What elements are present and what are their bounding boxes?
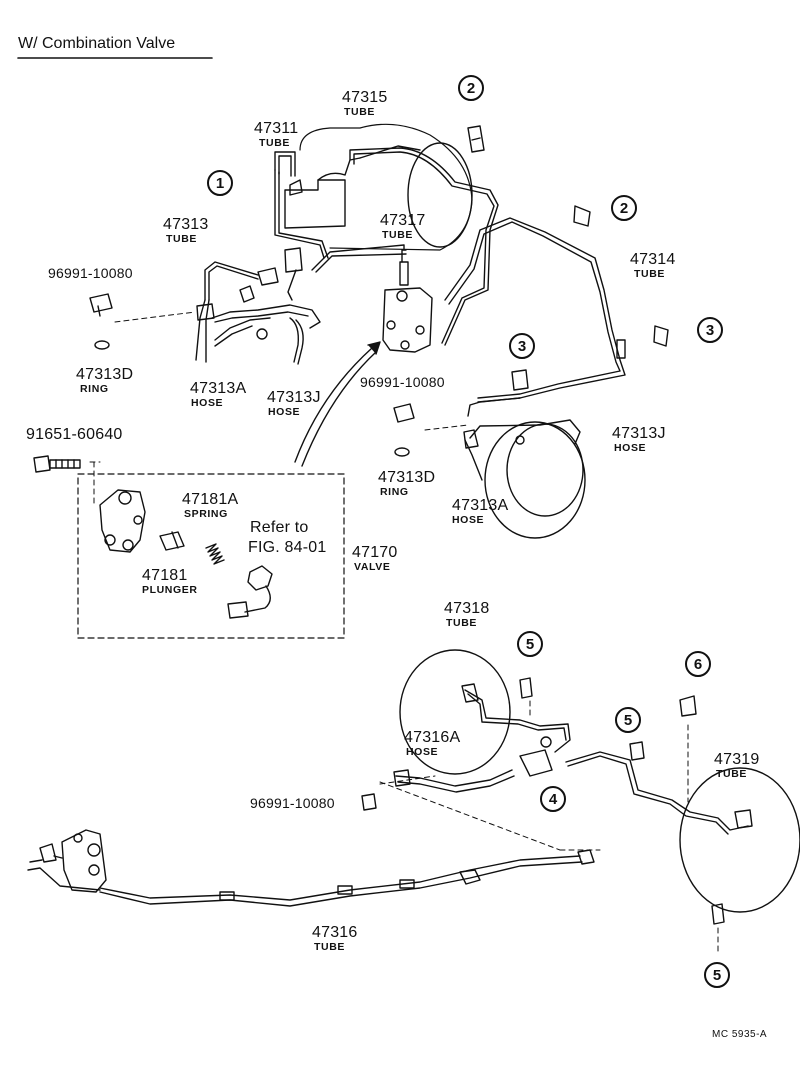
clip-96991-a <box>89 293 113 317</box>
clip-2-upper <box>467 125 485 153</box>
callout-3-right: 3 <box>697 317 723 343</box>
part-47181-number: 47181 <box>142 567 188 584</box>
master-cylinder-booster <box>284 123 473 251</box>
figure-code: MC 5935-A <box>712 1029 768 1040</box>
valve-body-small <box>99 489 146 553</box>
part-47317-number: 47317 <box>380 212 426 229</box>
part-47313D-b-number: 47313D <box>378 469 436 486</box>
tube-47319 <box>565 751 749 835</box>
part-91651-number: 91651-60640 <box>26 426 123 443</box>
plunger-47181 <box>159 531 185 551</box>
part-96991-b-number: 96991-10080 <box>360 374 445 390</box>
clip-5-upper <box>519 677 533 699</box>
part-47313A-b-number: 47313A <box>452 497 509 514</box>
tube-47316 <box>99 855 583 907</box>
callout-3-mid: 3 <box>509 333 535 359</box>
part-47313J-a-number: 47313J <box>267 389 321 406</box>
callout-5-upper: 5 <box>517 631 543 657</box>
clip-3-mid <box>511 369 529 391</box>
tube-47314 <box>444 217 626 403</box>
refer-note-line1: Refer to <box>250 519 309 536</box>
part-96991-c-number: 96991-10080 <box>250 795 335 811</box>
callout-5-mid: 5 <box>615 707 641 733</box>
hose-47316A <box>395 769 513 787</box>
part-47181A-type: SPRING <box>184 508 228 520</box>
part-47316-number: 47316 <box>312 924 358 941</box>
ring-47313D-b <box>394 447 410 457</box>
callout-5-lower: 5 <box>704 962 730 988</box>
part-47170-type: VALVE <box>354 561 391 573</box>
callout-2-top: 2 <box>458 75 484 101</box>
part-47319-number: 47319 <box>714 751 760 768</box>
part-47316-type: TUBE <box>314 941 345 953</box>
combination-valve-upper <box>382 249 433 353</box>
tube-47311 <box>274 151 296 177</box>
tube-47317 <box>311 244 407 273</box>
part-47313D-b-type: RING <box>380 486 409 498</box>
part-47318-type: TUBE <box>446 617 477 629</box>
rear-drum-upper <box>463 397 586 539</box>
part-47311-type: TUBE <box>259 137 290 149</box>
spring-47181A <box>205 543 225 565</box>
part-47313-type: TUBE <box>166 233 197 245</box>
part-47315-type: TUBE <box>344 106 375 118</box>
part-47316A-type: HOSE <box>406 746 439 758</box>
part-47318-number: 47318 <box>444 600 490 617</box>
part-47314-type: TUBE <box>634 268 665 280</box>
part-47313-number: 47313 <box>163 216 209 233</box>
clip-2-right <box>573 205 591 227</box>
clip-5-lower <box>711 903 725 925</box>
clip-96991-b <box>393 403 415 423</box>
part-47313A-a-type: HOSE <box>191 397 224 409</box>
part-47313D-a-type: RING <box>80 383 109 395</box>
clip-96991-c <box>361 793 377 811</box>
clip-3-right <box>653 325 669 347</box>
callout-4: 4 <box>540 786 566 812</box>
rear-drum-right <box>679 767 800 913</box>
part-47314-number: 47314 <box>630 251 676 268</box>
clip-5-mid <box>629 741 645 761</box>
part-47313J-b-number: 47313J <box>612 425 666 442</box>
part-47311-number: 47311 <box>254 120 299 137</box>
part-47181A-number: 47181A <box>182 491 239 508</box>
tee-4 <box>519 749 553 777</box>
part-47170-number: 47170 <box>352 544 398 561</box>
bolt-91651-60640 <box>33 455 81 473</box>
part-47313A-b-type: HOSE <box>452 514 485 526</box>
valve-parts-box <box>77 473 345 639</box>
refer-note-line2: FIG. 84-01 <box>248 539 327 556</box>
ring-47313D-a <box>94 340 110 350</box>
clip-6 <box>679 695 697 717</box>
left-hose-assembly <box>195 247 321 365</box>
part-47313J-a-type: HOSE <box>268 406 301 418</box>
part-47313D-a-number: 47313D <box>76 366 134 383</box>
part-47315-number: 47315 <box>342 89 388 106</box>
part-47313J-b-type: HOSE <box>614 442 647 454</box>
part-47316A-number: 47316A <box>404 729 461 746</box>
tube-47318 <box>464 689 571 753</box>
callout-1: 1 <box>207 170 233 196</box>
part-47181-type: PLUNGER <box>142 584 198 596</box>
callout-2-right: 2 <box>611 195 637 221</box>
rear-drum-left <box>399 649 511 775</box>
part-47319-type: TUBE <box>716 768 747 780</box>
combination-valve-lower <box>39 829 107 893</box>
pointer-arrow <box>294 347 373 463</box>
part-47317-type: TUBE <box>382 229 413 241</box>
diagram-title: W/ Combination Valve <box>18 35 176 52</box>
tube-47313 <box>204 261 259 301</box>
part-96991-a-number: 96991-10080 <box>48 265 133 281</box>
warning-switch <box>227 565 273 619</box>
part-47313A-a-number: 47313A <box>190 380 247 397</box>
callout-6: 6 <box>685 651 711 677</box>
